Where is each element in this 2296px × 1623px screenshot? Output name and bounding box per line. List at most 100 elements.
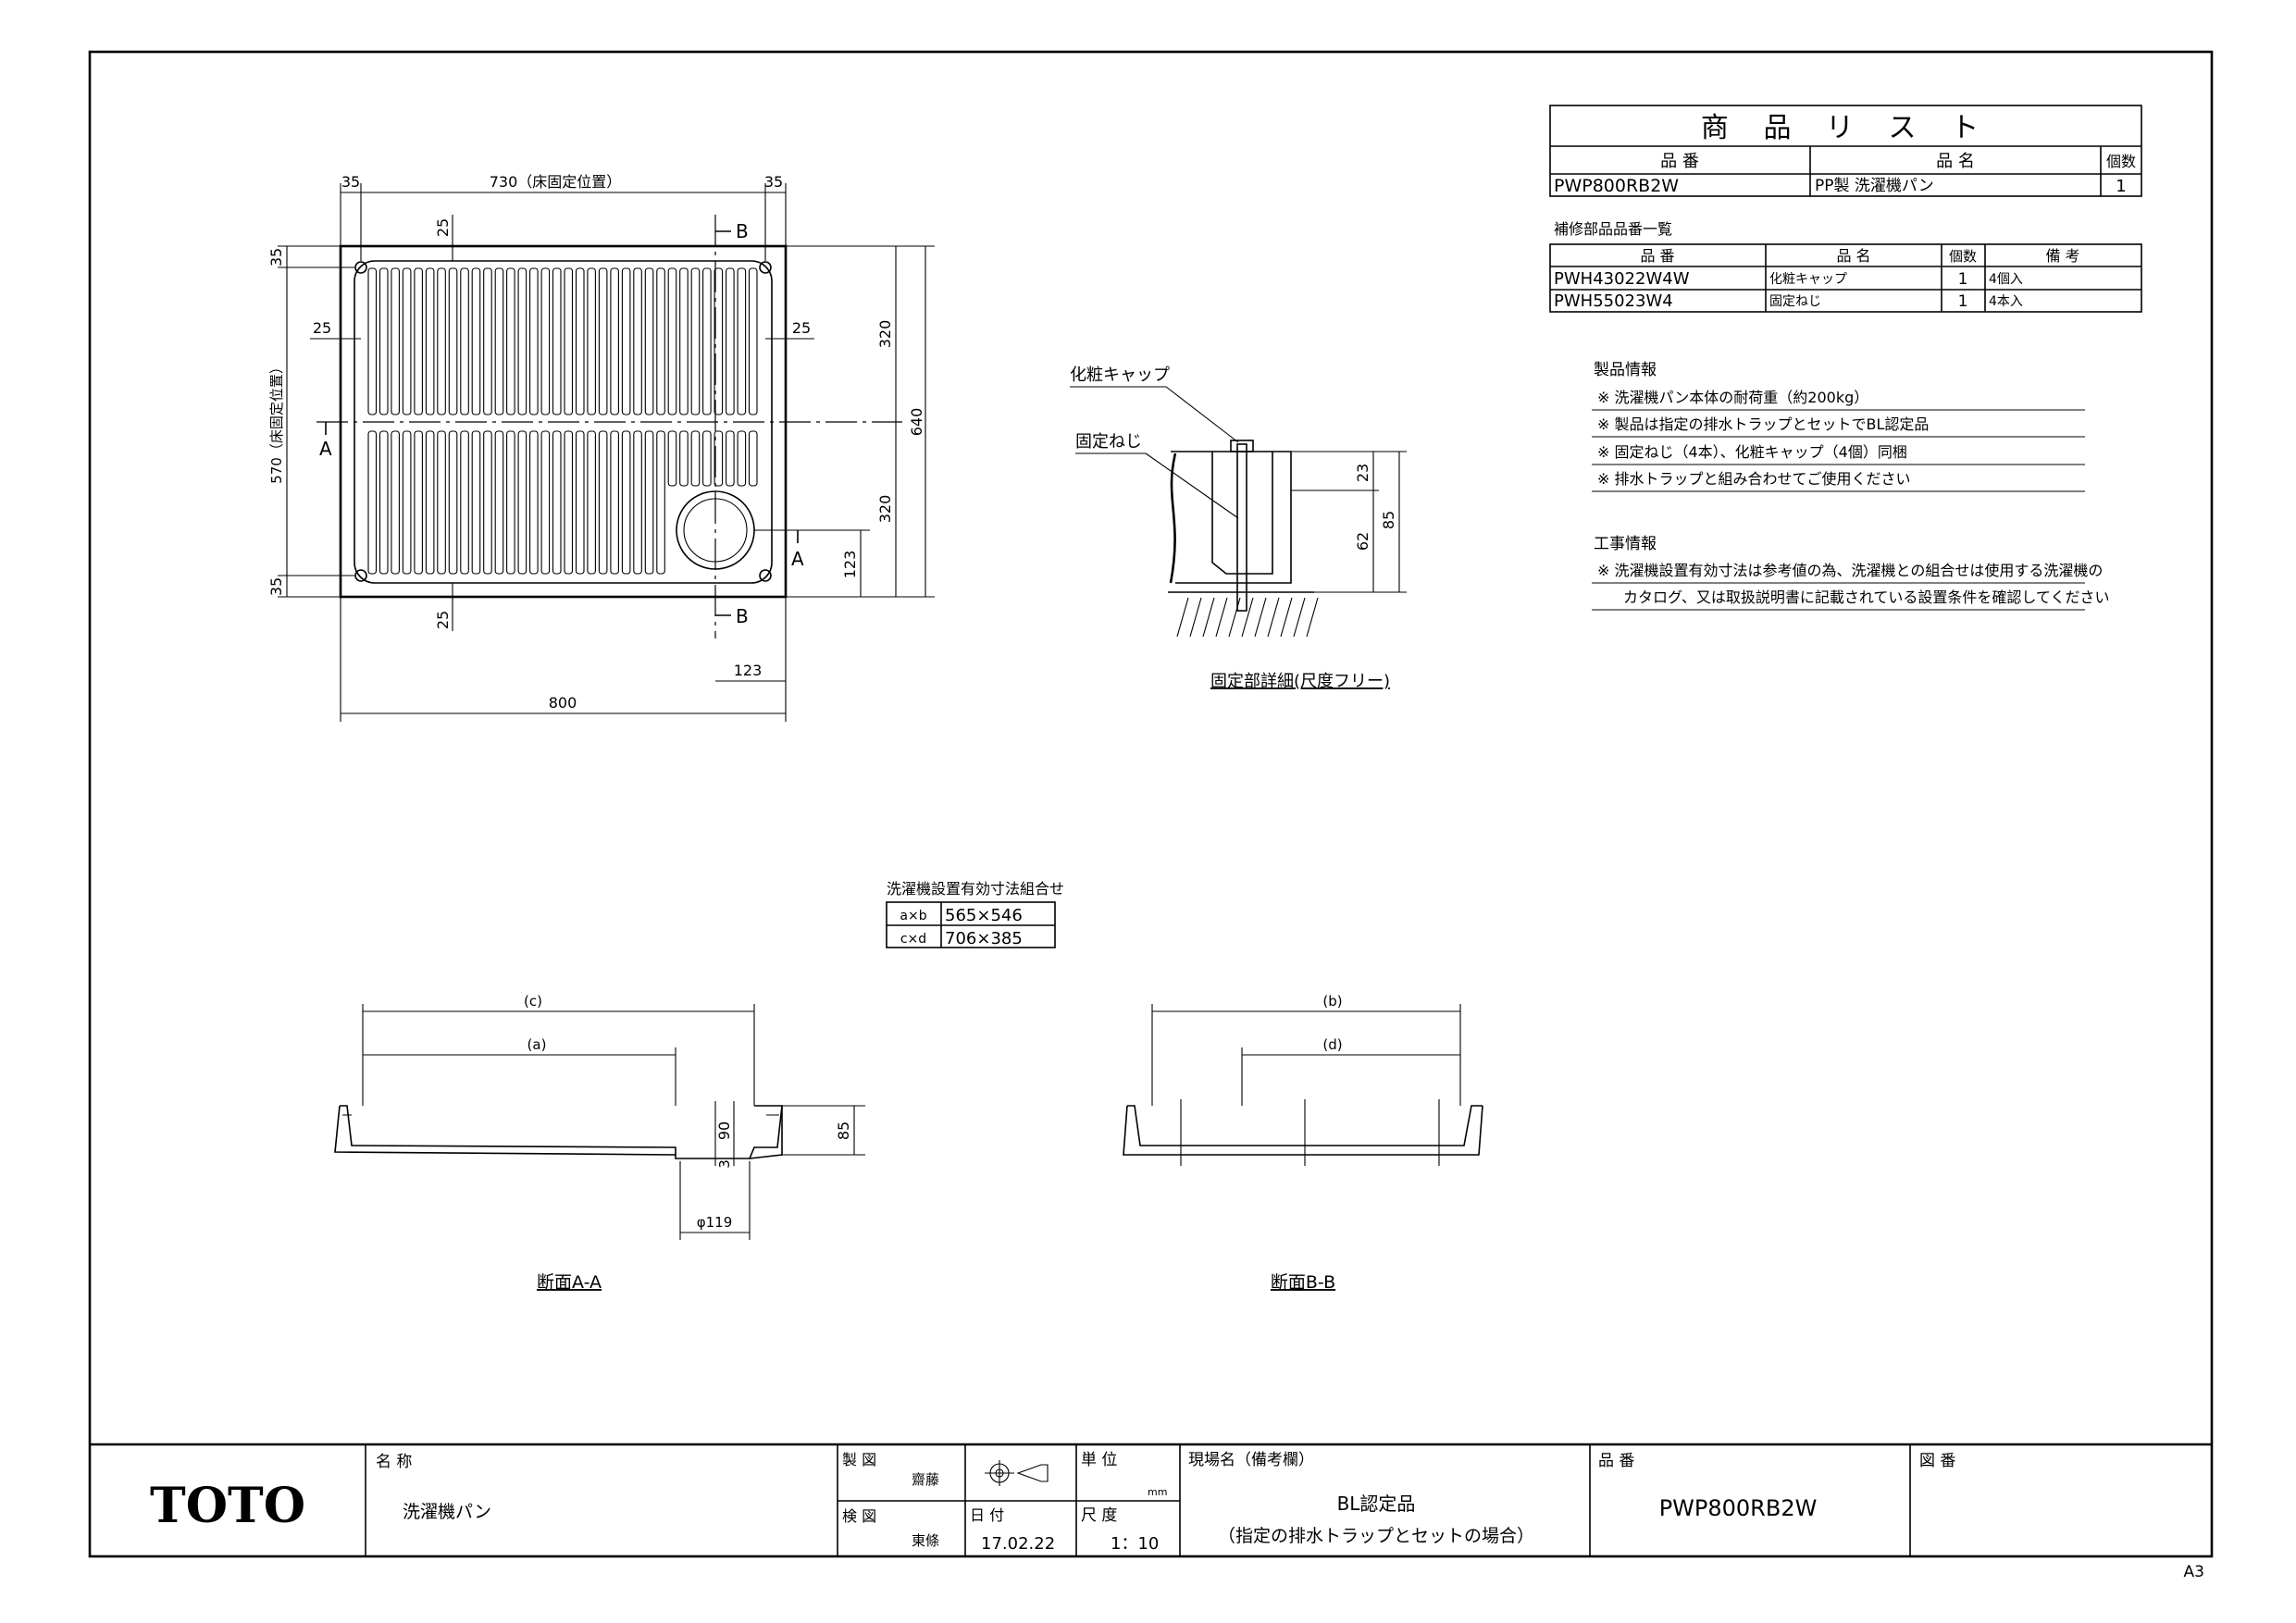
drain-rib (402, 430, 412, 575)
name-value: 洗濯機パン (403, 1502, 491, 1522)
dim-left-top: 35 (267, 248, 285, 266)
fixing-detail-view: 化粧キャップ 固定ねじ 23 62 85 固定部詳細(尺度フリー) (1070, 365, 1407, 691)
hatch-line (1202, 597, 1215, 638)
product-list-table: 商 品 リ ス ト 品 番 品 名 個数 PWP800RB2W PP製 洗濯機パ… (1549, 105, 2142, 197)
dim-inner-25-right: 25 (792, 319, 811, 337)
section-mark-a-left: A (319, 438, 332, 460)
aa-dim-diameter: φ119 (697, 1214, 733, 1231)
drain-rib (564, 430, 574, 575)
hatch-line (1293, 597, 1306, 638)
drain-rib (552, 267, 562, 415)
drain-rib (667, 430, 677, 487)
fixing-screw-icon (354, 261, 367, 274)
drain-rib (610, 430, 619, 575)
construction-info-note-2: カタログ、又は取扱説明書に記載されている設置条件を確認してください (1623, 588, 2109, 606)
parts-row2-name: 固定ねじ (1769, 294, 1821, 309)
section-bb-caption: 断面B-B (1271, 1272, 1335, 1293)
section-mark-b-bottom: B (736, 605, 749, 627)
install-row2-value: 706×385 (945, 929, 1023, 948)
drain-rib (529, 430, 539, 575)
install-row1-key: a×b (900, 909, 926, 923)
dim-inner-25-top: 25 (434, 218, 452, 237)
drain-rib (425, 430, 435, 575)
drain-rib (610, 267, 619, 415)
drain-rib (391, 430, 400, 575)
drain-rib (414, 430, 423, 575)
detail-dim-62: 62 (1354, 532, 1371, 551)
drain-rib (414, 267, 423, 415)
drain-rib (667, 267, 677, 415)
drain-rib (575, 267, 585, 415)
install-row1-value: 565×546 (945, 906, 1023, 925)
aa-dim-c: (c) (524, 993, 542, 1010)
drain-rib (679, 430, 689, 487)
drain-rib (644, 267, 654, 415)
dim-right-123: 123 (841, 551, 859, 579)
section-mark-b-top: B (736, 220, 749, 242)
hatch-line (1228, 597, 1241, 638)
product-info-title: 製品情報 (1594, 361, 1657, 379)
product-list-cell-code: PWP800RB2W (1554, 176, 1679, 196)
detail-label-screw: 固定ねじ (1075, 432, 1142, 452)
product-info-note-1: ※ 洗濯機パン本体の耐荷重（約200kg） (1597, 389, 1868, 406)
parts-header-name: 品 名 (1836, 247, 1870, 265)
drain-rib (437, 430, 446, 575)
dim-left-bottom: 35 (267, 577, 285, 596)
bb-dim-b: (b) (1322, 993, 1342, 1010)
aa-dim-90: 90 (715, 1121, 733, 1140)
parts-row1-name: 化粧キャップ (1769, 272, 1847, 287)
drain-rib (714, 267, 724, 415)
site-label: 現場名（備考欄） (1188, 1451, 1314, 1469)
section-aa-view: (c) (a) 85 90 3 φ119 断面A-A (334, 993, 865, 1293)
product-info-note-3: ※ 固定ねじ（4本）、化粧キャップ（4個）同梱 (1597, 443, 1907, 461)
product-list-header-name: 品 名 (1936, 152, 1975, 171)
hatch-line (1215, 597, 1228, 638)
drain-rib (690, 267, 701, 415)
dim-right-320-bottom: 320 (876, 495, 894, 524)
detail-caption: 固定部詳細(尺度フリー) (1210, 672, 1390, 691)
dim-bottom-123: 123 (734, 662, 763, 679)
drain-rib (471, 430, 481, 575)
bb-dim-d: (d) (1322, 1036, 1342, 1053)
hatch-line (1176, 597, 1189, 638)
drain-rib (726, 267, 735, 415)
drain-rib (494, 267, 504, 415)
scale-label: 尺 度 (1081, 1506, 1117, 1525)
drain-rib (517, 267, 527, 415)
figure-number-label: 図 番 (1919, 1452, 1955, 1470)
product-list-cell-qty: 1 (2116, 177, 2126, 196)
hatch-line (1267, 597, 1280, 638)
drain-rib (702, 430, 712, 487)
site-line2: （指定の排水トラップとセットの場合） (1218, 1526, 1534, 1546)
drain-rib (737, 267, 747, 415)
drain-rib (506, 267, 515, 415)
hatch-line (1280, 597, 1293, 638)
product-list-header-qty: 個数 (2106, 153, 2136, 170)
drain-rib (367, 267, 378, 415)
install-table-title: 洗濯機設置有効寸法組合せ (887, 880, 1064, 898)
drain-rib (633, 267, 642, 415)
drain-rib (575, 430, 585, 575)
detail-dim-85: 85 (1380, 511, 1397, 529)
product-info-note-4: ※ 排水トラップと組み合わせてご使用ください (1597, 470, 1911, 488)
drain-rib (679, 267, 689, 415)
checked-by: 東條 (912, 1532, 939, 1549)
floor-hatch (1176, 597, 1319, 638)
checked-label: 検 図 (842, 1507, 876, 1525)
section-bb-view: (b) (d) 断面B-B (1123, 993, 1483, 1293)
parts-row1-qty: 1 (1958, 270, 1968, 289)
parts-header-note: 備 考 (2045, 247, 2079, 265)
detail-dim-23: 23 (1354, 464, 1371, 482)
fixing-screw-icon (759, 261, 772, 274)
hatch-line (1189, 597, 1202, 638)
dim-inner-25-left: 25 (313, 319, 331, 337)
drain-rib (483, 430, 492, 575)
drain-rib (460, 430, 469, 575)
parts-row1-code: PWH43022W4W (1554, 269, 1690, 289)
detail-label-cap: 化粧キャップ (1070, 365, 1170, 385)
parts-row2-note: 4本入 (1989, 294, 2023, 309)
drawing-frame (88, 50, 2214, 1558)
product-info-note-2: ※ 製品は指定の排水トラップとセットでBL認定品 (1597, 415, 1929, 433)
section-aa-caption: 断面A-A (537, 1272, 602, 1293)
